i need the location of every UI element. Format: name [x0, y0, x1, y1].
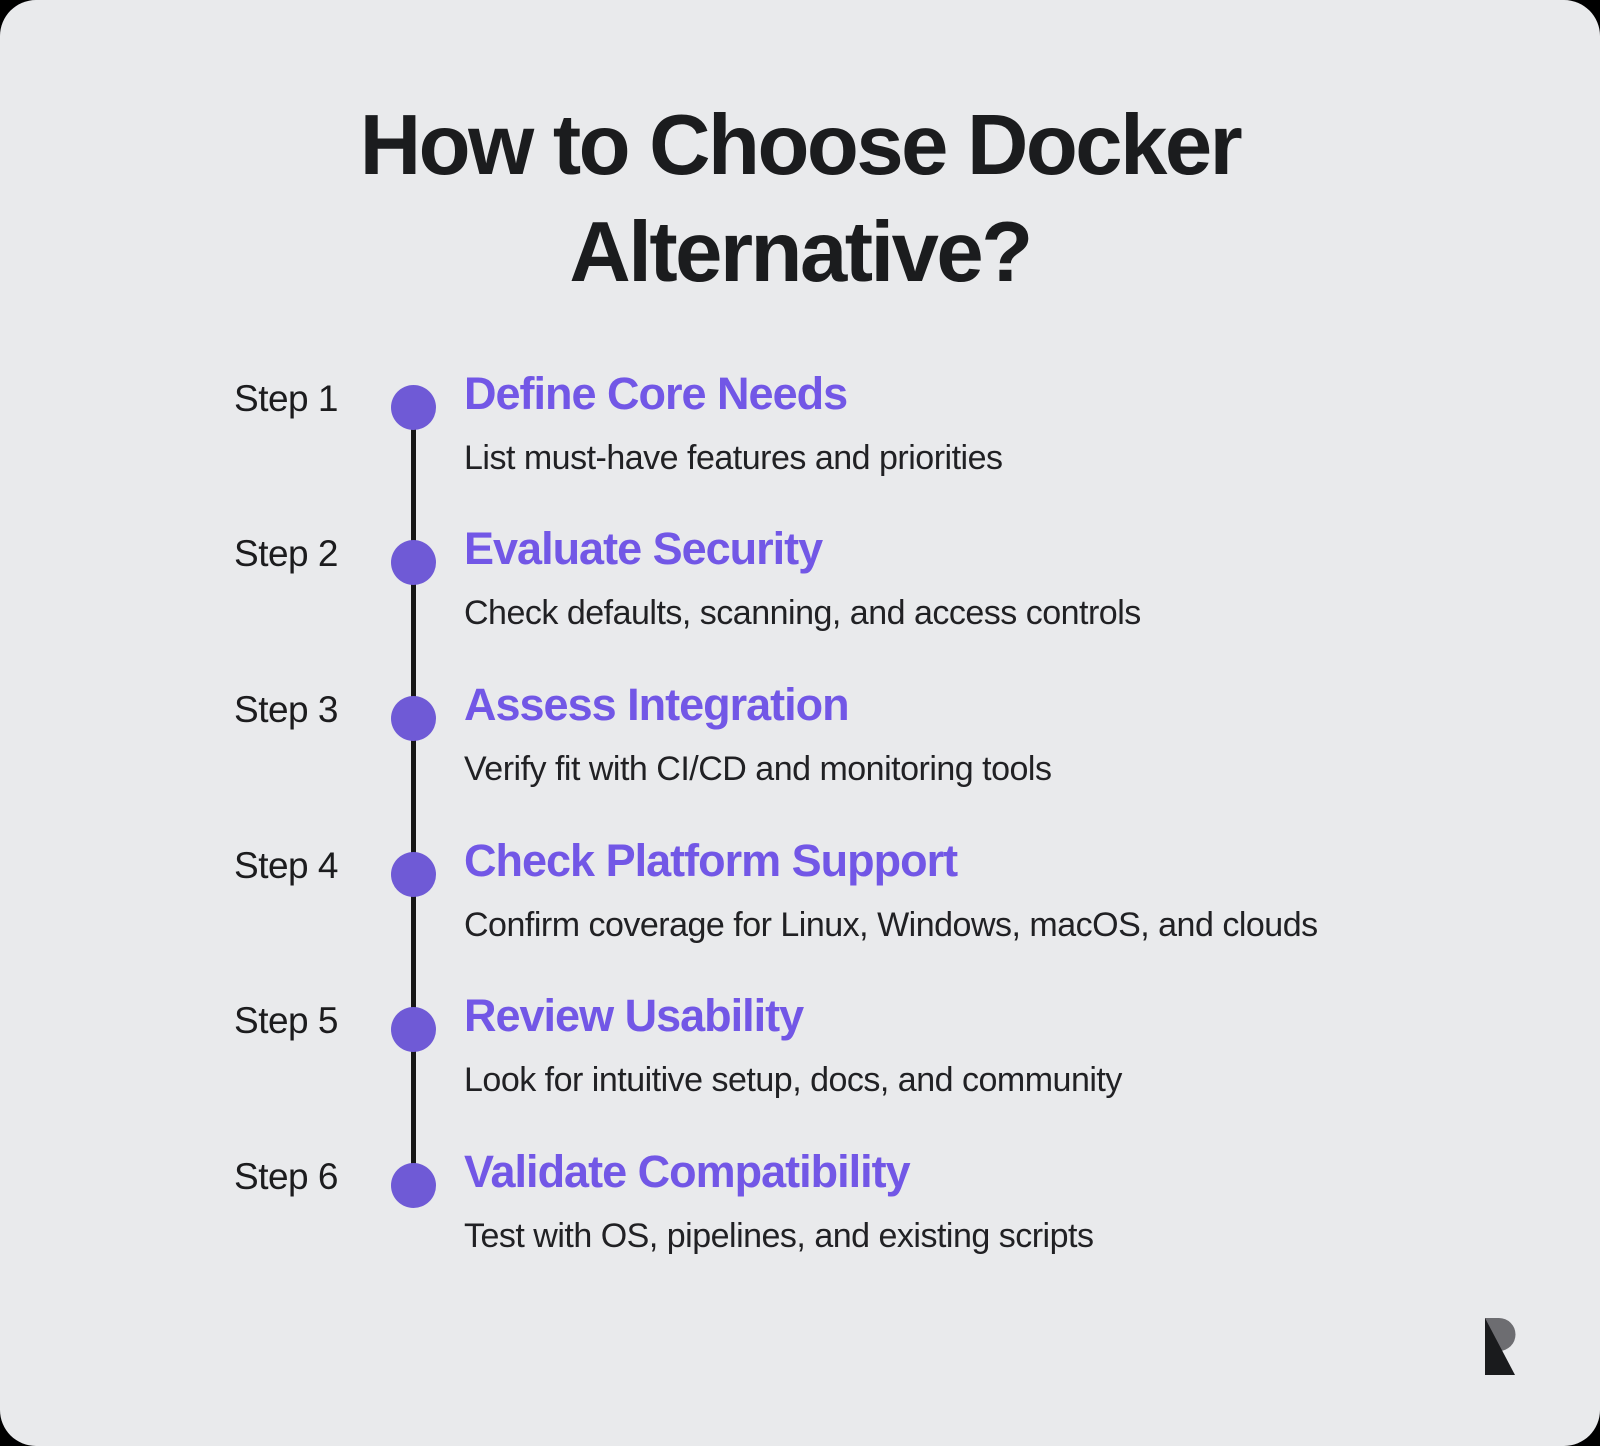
- r-logo-icon: [1485, 1318, 1516, 1375]
- step-description: Look for intuitive setup, docs, and comm…: [464, 1061, 1122, 1099]
- step-dot-icon: [391, 540, 436, 585]
- step-title: Evaluate Security: [464, 523, 823, 574]
- page-title-line-2: Alternative?: [569, 205, 1033, 300]
- step-description: Test with OS, pipelines, and existing sc…: [464, 1217, 1094, 1255]
- step-title: Validate Compatibility: [464, 1146, 911, 1197]
- step-title: Check Platform Support: [464, 835, 958, 886]
- step-label: Step 6: [234, 1156, 338, 1197]
- step-dot-icon: [391, 852, 436, 897]
- step-description: Confirm coverage for Linux, Windows, mac…: [464, 906, 1318, 944]
- step-description: Verify fit with CI/CD and monitoring too…: [464, 750, 1052, 788]
- step-dot-icon: [391, 696, 436, 741]
- timeline-line: [411, 407, 416, 1185]
- step-description: List must-have features and priorities: [464, 439, 1003, 477]
- page-title-line-1: How to Choose Docker: [359, 98, 1243, 193]
- step-dot-icon: [391, 1163, 436, 1208]
- step-title: Define Core Needs: [464, 368, 848, 419]
- step-description: Check defaults, scanning, and access con…: [464, 594, 1141, 632]
- step-dot-icon: [391, 1007, 436, 1052]
- step-label: Step 3: [234, 689, 338, 730]
- step-dot-icon: [391, 385, 436, 430]
- step-label: Step 2: [234, 533, 338, 574]
- step-title: Review Usability: [464, 990, 804, 1041]
- step-title: Assess Integration: [464, 679, 850, 730]
- step-label: Step 1: [234, 378, 338, 419]
- step-label: Step 5: [234, 1000, 338, 1041]
- step-label: Step 4: [234, 845, 338, 886]
